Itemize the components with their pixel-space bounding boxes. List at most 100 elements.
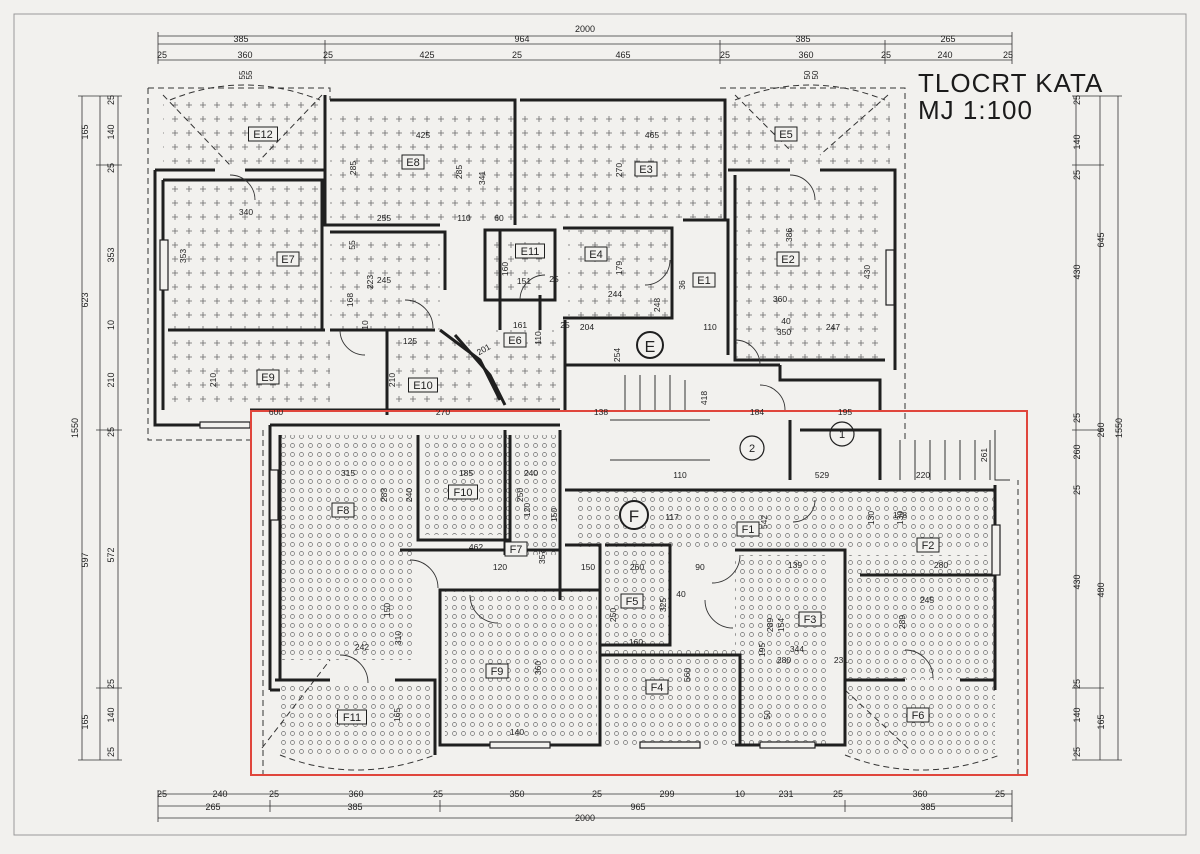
dim-interior: 289 xyxy=(897,615,907,629)
dim-interior: 245 xyxy=(920,595,934,605)
dim-right-col2: 480 xyxy=(1096,582,1106,597)
drawing-title-line1: TLOCRT KATA xyxy=(918,68,1104,98)
dim-interior: 260 xyxy=(630,562,644,572)
dim-interior: 25 xyxy=(560,320,570,330)
room-label-f7: F7 xyxy=(504,541,528,557)
dim-top-row2: 964 xyxy=(514,34,529,44)
dim-interior: 154 xyxy=(776,618,786,632)
dim-interior: 204 xyxy=(580,322,594,332)
dim-interior: 465 xyxy=(645,130,659,140)
unit-f-marker xyxy=(619,500,649,530)
dim-right-col1: 25 xyxy=(1072,485,1082,495)
room-label-e2: E2 xyxy=(776,251,800,267)
dim-left-col1: 597 xyxy=(80,552,90,567)
dim-bottom-row1: 299 xyxy=(659,789,674,799)
dim-right-col1: 25 xyxy=(1072,170,1082,180)
dim-bottom-total: 2000 xyxy=(575,813,595,823)
room-label-e4: E4 xyxy=(584,246,608,262)
room-label-text: F6 xyxy=(912,710,925,722)
dim-interior: 110 xyxy=(703,322,717,332)
dim-top-row3: 360 xyxy=(798,50,813,60)
dim-top-row3: 25 xyxy=(1003,50,1013,60)
dim-interior: 360 xyxy=(533,661,543,675)
room-label-text: F9 xyxy=(491,666,504,678)
dim-interior: 185 xyxy=(459,468,473,478)
dim-top-total: 2000 xyxy=(575,24,595,34)
dim-left-total: 1550 xyxy=(70,418,80,438)
dim-left-col2: 10 xyxy=(106,320,116,330)
dim-bottom-row1: 25 xyxy=(433,789,443,799)
room-label-text: E9 xyxy=(261,372,274,384)
room-label-text: E8 xyxy=(406,157,419,169)
dim-top-row3: 25 xyxy=(157,50,167,60)
dim-top-small: 50 xyxy=(803,70,812,79)
dim-interior: 250 xyxy=(608,608,618,622)
dim-interior: 341 xyxy=(477,171,487,185)
room-label-e10: E10 xyxy=(408,377,438,393)
room-label-text: E11 xyxy=(521,246,540,258)
dim-interior: 261 xyxy=(979,448,989,462)
dim-bottom-row1: 360 xyxy=(348,789,363,799)
dim-bottom-row1: 240 xyxy=(212,789,227,799)
dim-interior: 210 xyxy=(387,373,397,387)
room-label-e12: E12 xyxy=(248,126,278,142)
dim-bottom-row1: 350 xyxy=(509,789,524,799)
dim-left-col1: 623 xyxy=(80,292,90,307)
dim-top-row3: 465 xyxy=(615,50,630,60)
dim-bottom-row1: 25 xyxy=(157,789,167,799)
room-label-text: F11 xyxy=(343,712,361,724)
dim-right-col2: 260 xyxy=(1096,422,1106,437)
room-label-f3: F3 xyxy=(798,611,822,627)
dim-right-col2: 645 xyxy=(1096,232,1106,247)
dim-interior: 179 xyxy=(614,261,624,275)
staircase-1-marker xyxy=(829,421,855,447)
dim-interior: 247 xyxy=(826,322,840,332)
dim-left-col2: 25 xyxy=(106,163,116,173)
room-label-text: E10 xyxy=(413,380,433,392)
dim-top-small: 55 xyxy=(238,70,247,79)
dim-top-row2: 385 xyxy=(233,34,248,44)
dim-interior: 139 xyxy=(788,560,802,570)
room-label-text: E2 xyxy=(781,254,794,266)
dim-interior: 289 xyxy=(765,618,775,632)
dim-left-col2: 572 xyxy=(106,547,116,562)
drawing-scale: MJ 1:100 xyxy=(918,95,1033,125)
dim-interior: 90 xyxy=(695,562,705,572)
staircase-1-label: 1 xyxy=(839,429,845,441)
dim-left-col2: 25 xyxy=(106,427,116,437)
dim-interior: 357 xyxy=(537,550,547,564)
dim-interior: 310 xyxy=(393,631,403,645)
dim-top-small: 50 xyxy=(811,70,820,79)
dim-interior: 140 xyxy=(510,727,524,737)
dim-bottom-row1: 10 xyxy=(735,789,745,799)
dim-interior: 462 xyxy=(469,542,483,552)
room-label-e6: E6 xyxy=(503,332,527,348)
dim-interior: 110 xyxy=(673,470,687,480)
room-label-text: F5 xyxy=(626,596,639,608)
dim-interior: 280 xyxy=(934,560,948,570)
unit-e-label: E xyxy=(645,339,656,356)
dim-left-col2: 25 xyxy=(106,747,116,757)
dim-left-col2: 210 xyxy=(106,372,116,387)
dim-interior: 254 xyxy=(612,348,622,362)
lower-unit-walls xyxy=(268,420,997,755)
dim-left-col2: 140 xyxy=(106,124,116,139)
room-label-e8: E8 xyxy=(401,154,425,170)
dim-top-row2: 385 xyxy=(795,34,810,44)
dim-interior: 130 xyxy=(895,511,905,525)
dim-interior: 60 xyxy=(494,213,504,223)
dim-right-col1: 140 xyxy=(1072,707,1082,722)
dim-interior: 120 xyxy=(493,562,507,572)
dim-left-col2: 353 xyxy=(106,247,116,262)
dim-bottom-row1: 25 xyxy=(592,789,602,799)
dim-interior: 360 xyxy=(773,294,787,304)
staircase-2-marker xyxy=(739,435,765,461)
dim-left-col1: 165 xyxy=(80,714,90,729)
dim-top-row3: 25 xyxy=(323,50,333,60)
stairs xyxy=(610,375,1010,481)
dim-interior: 425 xyxy=(416,130,430,140)
